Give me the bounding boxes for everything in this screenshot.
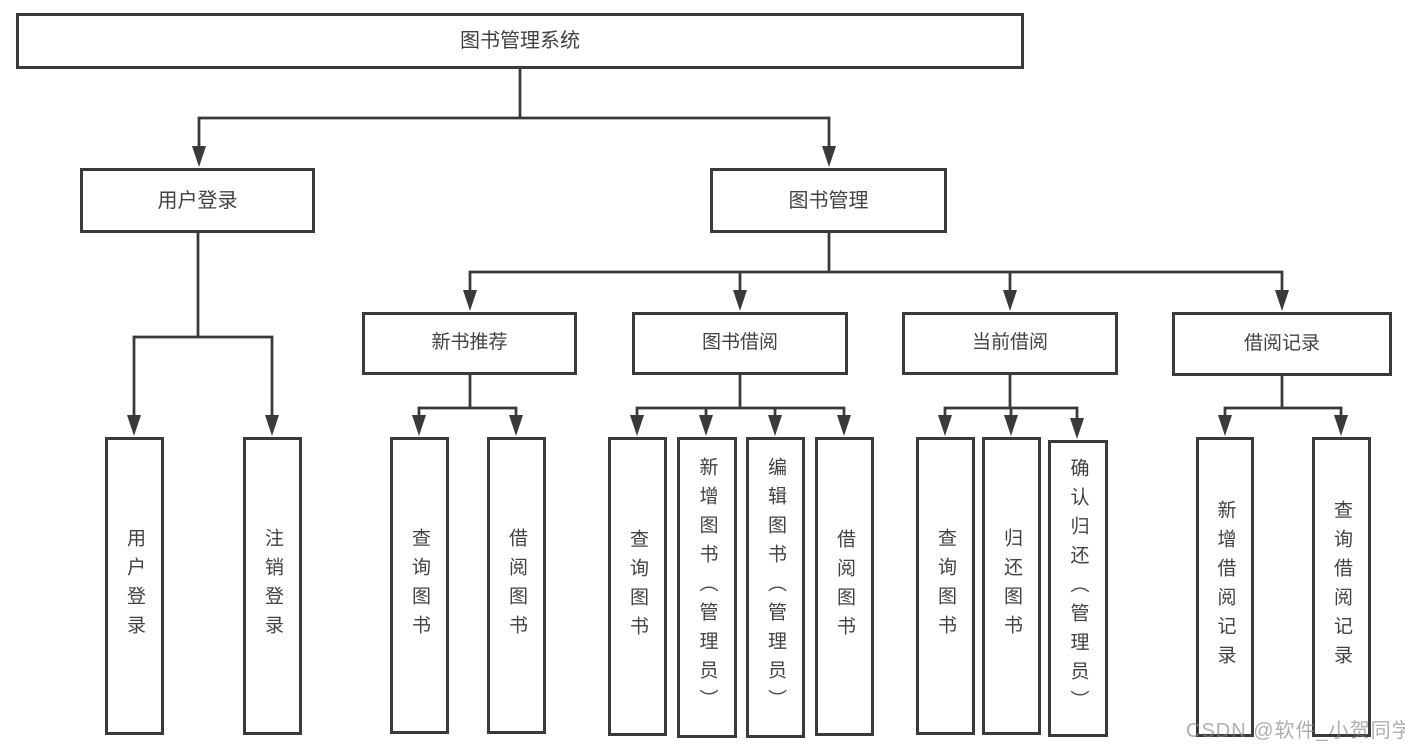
leaf-nb-query-books: 查询图书 <box>390 437 449 734</box>
leaf-br-query-record-label: 查询借阅记录 <box>1331 500 1352 674</box>
leaf-cb-confirm-return: 确认归还（管理员） <box>1048 440 1108 737</box>
leaf-logout-login: 注销登录 <box>243 437 302 735</box>
leaf-cb-return-books: 归还图书 <box>982 437 1041 735</box>
node-current-borrowing: 当前借阅 <box>902 312 1118 375</box>
leaf-bb-query-books-label: 查询图书 <box>627 528 648 645</box>
leaf-bb-edit-books-label: 编辑图书（管理员） <box>765 457 786 718</box>
leaf-user-login-label: 用户登录 <box>124 528 145 644</box>
leaf-bb-add-books: 新增图书（管理员） <box>677 437 737 738</box>
leaf-br-add-record: 新增借阅记录 <box>1196 437 1254 737</box>
leaf-cb-confirm-return-label: 确认归还（管理员） <box>1067 458 1089 719</box>
leaf-nb-borrow-books-label: 借阅图书 <box>506 527 527 644</box>
node-book-management: 图书管理 <box>710 168 947 233</box>
leaf-nb-borrow-books: 借阅图书 <box>487 437 546 734</box>
leaf-bb-edit-books: 编辑图书（管理员） <box>746 437 805 738</box>
leaf-bb-borrow-books: 借阅图书 <box>815 437 874 736</box>
leaf-cb-query-books: 查询图书 <box>916 437 975 735</box>
leaf-br-add-record-label: 新增借阅记录 <box>1214 500 1236 674</box>
leaf-cb-return-books-label: 归还图书 <box>1001 528 1022 644</box>
leaf-bb-borrow-books-label: 借阅图书 <box>834 528 855 645</box>
node-new-book-recommend: 新书推荐 <box>362 312 577 375</box>
node-library-management-system: 图书管理系统 <box>16 13 1024 69</box>
leaf-logout-login-label: 注销登录 <box>262 528 283 644</box>
node-user-login-branch: 用户登录 <box>80 168 315 233</box>
leaf-bb-add-books-label: 新增图书（管理员） <box>696 457 718 718</box>
arrowheads <box>127 146 1348 439</box>
leaf-cb-query-books-label: 查询图书 <box>935 528 956 644</box>
leaf-nb-query-books-label: 查询图书 <box>409 527 430 644</box>
csdn-watermark: CSDN @软件_小贺同学 <box>1186 720 1405 742</box>
leaf-br-query-record: 查询借阅记录 <box>1312 437 1371 737</box>
node-book-borrowing: 图书借阅 <box>632 312 848 375</box>
leaf-user-login: 用户登录 <box>105 437 164 735</box>
node-borrowing-records: 借阅记录 <box>1172 312 1392 376</box>
leaf-bb-query-books: 查询图书 <box>608 437 667 736</box>
